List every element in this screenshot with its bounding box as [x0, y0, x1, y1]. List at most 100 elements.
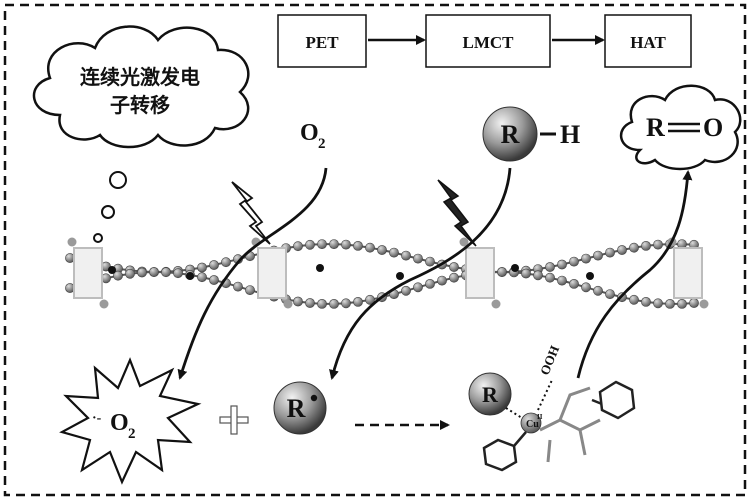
cu-atom: [520, 412, 542, 434]
copper-complex: R Cu II OOH: [468, 343, 636, 472]
radical-r: R: [273, 381, 327, 435]
product-cloud: R O: [620, 84, 742, 171]
mof-atom: [233, 281, 243, 292]
phenyl-left-bond: [513, 431, 527, 447]
cloud-text-line2: 子转移: [110, 93, 170, 117]
step-box-pet: [277, 14, 367, 68]
mof-atom: [377, 245, 387, 255]
mof-atom: [341, 298, 351, 309]
mof-atom: [329, 239, 339, 249]
product-o-label: O: [703, 113, 723, 142]
step-box-lmct: [425, 14, 551, 68]
mof-metal-node: [465, 247, 495, 299]
product-r-label: R: [646, 113, 665, 142]
mof-atom: [197, 272, 207, 283]
mof-atom: [413, 282, 423, 293]
mof-atom: [245, 285, 255, 295]
mof-node-atom: [99, 299, 109, 309]
substrate-r-label: R: [501, 120, 520, 149]
mof-atom: [605, 247, 615, 258]
phenyl-ring-left-icon: [482, 438, 518, 472]
mof-atom: [521, 268, 531, 279]
mof-atom: [569, 256, 579, 267]
mof-pendant-atom: [396, 272, 404, 280]
ligand-skeleton: [539, 386, 601, 463]
mof-atom: [113, 270, 123, 281]
mof-atom: [581, 282, 591, 293]
arrow-oxygen-to-superoxide: [177, 167, 328, 380]
mof-node-atom: [491, 299, 501, 309]
mof-node-atom: [699, 299, 709, 309]
thought-bubble-small: [93, 233, 103, 243]
complex-r-label: R: [482, 382, 499, 407]
mof-metal-node: [73, 247, 103, 299]
superoxide-subscript: 2: [128, 426, 136, 442]
step-label-hat: HAT: [630, 33, 666, 52]
mof-atom: [497, 267, 507, 277]
mof-pendant-atom: [108, 266, 116, 274]
mof-atom: [437, 275, 447, 286]
oxygen-symbol: O: [300, 120, 319, 146]
plus-sign: [219, 405, 249, 435]
mof-atom: [293, 241, 303, 252]
mof-node-atom: [459, 237, 469, 247]
mof-pendant-atom: [586, 272, 594, 280]
substrate-rh: R H: [482, 106, 580, 162]
mof-atom: [593, 250, 603, 261]
mof-atom: [149, 267, 159, 277]
lightning-bolt-light-icon: [231, 181, 271, 245]
superoxide-burst: ·- O 2: [59, 357, 202, 485]
mof-atom: [365, 294, 375, 305]
mof-atom: [221, 257, 231, 268]
mof-atom: [677, 298, 687, 309]
superoxide-o: O: [110, 410, 129, 436]
mof-atom: [401, 285, 411, 296]
mof-atom: [557, 275, 567, 286]
mechanism-steps: PET LMCT HAT: [277, 14, 692, 68]
mof-atom: [353, 240, 363, 251]
substrate-r-sphere: [482, 106, 538, 162]
mof-atom: [545, 262, 555, 272]
phenyl-ring-right-icon: [598, 380, 636, 420]
radical-r-label: R: [287, 394, 306, 423]
mof-node-atom: [67, 237, 77, 247]
cu-label: Cu: [526, 419, 539, 430]
ooh-label: OOH: [537, 343, 562, 377]
mof-atom: [161, 267, 171, 278]
mof-atom: [641, 296, 651, 307]
mof-framework: [65, 237, 709, 309]
thought-bubble-large: [109, 171, 127, 189]
mof-node-atom: [283, 299, 293, 309]
step-box-hat: [604, 14, 692, 68]
mof-atom: [545, 272, 555, 283]
mof-atom: [209, 275, 219, 285]
mof-atom: [593, 285, 603, 296]
mof-atom: [557, 259, 567, 270]
mof-metal-node: [673, 247, 703, 299]
mof-atom: [317, 239, 327, 249]
mof-atom: [425, 278, 435, 289]
radical-dot: [310, 394, 318, 402]
complex-cu-ooh-bond: [537, 379, 553, 411]
complex-r-sphere: [468, 372, 512, 416]
mof-pendant-atom: [511, 264, 519, 272]
mof-atom: [353, 296, 363, 307]
mof-atom: [305, 239, 315, 250]
mof-atom: [641, 240, 651, 251]
mof-atom: [389, 247, 399, 258]
mof-atom: [329, 298, 339, 309]
mof-atom: [413, 253, 423, 264]
complex-r-cu-bond: [505, 407, 523, 419]
mof-atom: [305, 298, 315, 308]
oxygen-label: O 2: [300, 120, 326, 152]
mof-atom: [341, 239, 351, 250]
mof-atom: [197, 262, 207, 273]
step-label-pet: PET: [305, 33, 339, 52]
mof-atom: [173, 268, 183, 279]
mof-atom: [449, 262, 459, 272]
mof-atom: [605, 289, 615, 299]
mof-atom: [425, 256, 435, 267]
mof-atom: [629, 242, 639, 253]
substrate-h-label: H: [560, 120, 580, 149]
